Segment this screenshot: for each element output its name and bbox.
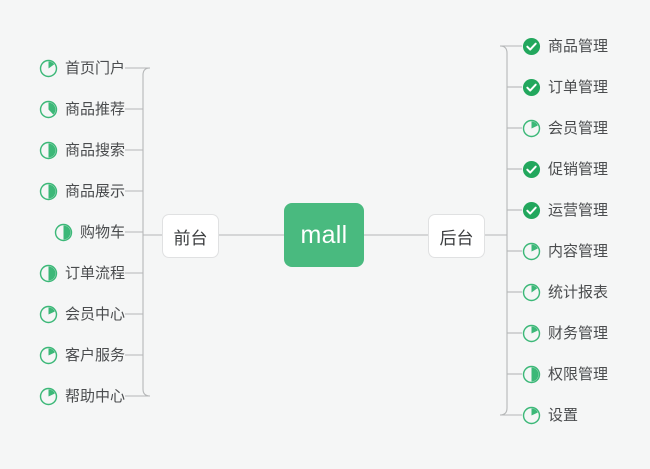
leaf-label: 商品展示 — [64, 182, 125, 200]
leaf-label: 运营管理 — [548, 201, 609, 219]
pie-progress-icon[interactable] — [39, 387, 58, 406]
leaf-label: 客户服务 — [64, 346, 125, 364]
pie-progress-icon[interactable] — [39, 100, 58, 119]
pie-progress-icon[interactable] — [39, 346, 58, 365]
leaf-label: 帮助中心 — [64, 387, 125, 405]
leaf-item[interactable]: 客户服务 — [39, 342, 125, 368]
leaf-label: 订单管理 — [548, 78, 609, 96]
leaf-item[interactable]: 首页门户 — [39, 55, 125, 81]
leaf-label: 首页门户 — [64, 59, 125, 77]
leaf-label: 设置 — [548, 406, 579, 424]
leaf-item[interactable]: 会员管理 — [522, 115, 608, 141]
check-circle-icon[interactable] — [522, 37, 541, 56]
pie-progress-icon[interactable] — [39, 305, 58, 324]
leaf-item[interactable]: 商品搜索 — [39, 137, 125, 163]
pie-progress-icon[interactable] — [522, 242, 541, 261]
leaf-item[interactable]: 商品推荐 — [39, 96, 125, 122]
leaf-item[interactable]: 统计报表 — [522, 279, 608, 305]
leaf-label: 财务管理 — [548, 324, 609, 342]
leaf-item[interactable]: 促销管理 — [522, 156, 608, 182]
pie-progress-icon[interactable] — [522, 406, 541, 425]
leaf-item[interactable]: 商品展示 — [39, 178, 125, 204]
check-circle-icon[interactable] — [522, 160, 541, 179]
leaf-item[interactable]: 运营管理 — [522, 197, 608, 223]
pie-progress-icon[interactable] — [39, 141, 58, 160]
leaf-label: 会员中心 — [64, 305, 125, 323]
leaf-label: 统计报表 — [548, 283, 609, 301]
leaf-label: 订单流程 — [64, 264, 125, 282]
leaf-item[interactable]: 购物车 — [54, 219, 125, 245]
pie-progress-icon[interactable] — [54, 223, 73, 242]
leaf-item[interactable]: 订单管理 — [522, 74, 608, 100]
leaf-item[interactable]: 财务管理 — [522, 320, 608, 346]
check-circle-icon[interactable] — [522, 78, 541, 97]
pie-progress-icon[interactable] — [39, 59, 58, 78]
leaf-item[interactable]: 权限管理 — [522, 361, 608, 387]
leaf-item[interactable]: 订单流程 — [39, 260, 125, 286]
leaf-label: 购物车 — [79, 223, 125, 241]
leaf-label: 内容管理 — [548, 242, 609, 260]
leaf-label: 促销管理 — [548, 160, 609, 178]
pie-progress-icon[interactable] — [522, 119, 541, 138]
leaf-label: 商品搜索 — [64, 141, 125, 159]
pie-progress-icon[interactable] — [522, 365, 541, 384]
backend-spine — [499, 45, 522, 416]
pie-progress-icon[interactable] — [522, 324, 541, 343]
leaf-item[interactable]: 商品管理 — [522, 33, 608, 59]
root-node-mall[interactable]: mall — [284, 203, 364, 267]
pie-progress-icon[interactable] — [39, 182, 58, 201]
leaf-label: 会员管理 — [548, 119, 609, 137]
leaf-label: 商品推荐 — [64, 100, 125, 118]
branch-node-frontend[interactable]: 前台 — [162, 214, 219, 258]
leaf-item[interactable]: 内容管理 — [522, 238, 608, 264]
leaf-label: 权限管理 — [548, 365, 609, 383]
pie-progress-icon[interactable] — [522, 283, 541, 302]
branch-node-backend[interactable]: 后台 — [428, 214, 485, 258]
leaf-item[interactable]: 帮助中心 — [39, 383, 125, 409]
root-node-label: mall — [300, 220, 348, 249]
branch-label-backend: 后台 — [439, 228, 474, 248]
leaf-label: 商品管理 — [548, 37, 609, 55]
branch-label-frontend: 前台 — [173, 228, 208, 248]
pie-progress-icon[interactable] — [39, 264, 58, 283]
leaf-item[interactable]: 设置 — [522, 402, 578, 428]
leaf-item[interactable]: 会员中心 — [39, 301, 125, 327]
check-circle-icon[interactable] — [522, 201, 541, 220]
